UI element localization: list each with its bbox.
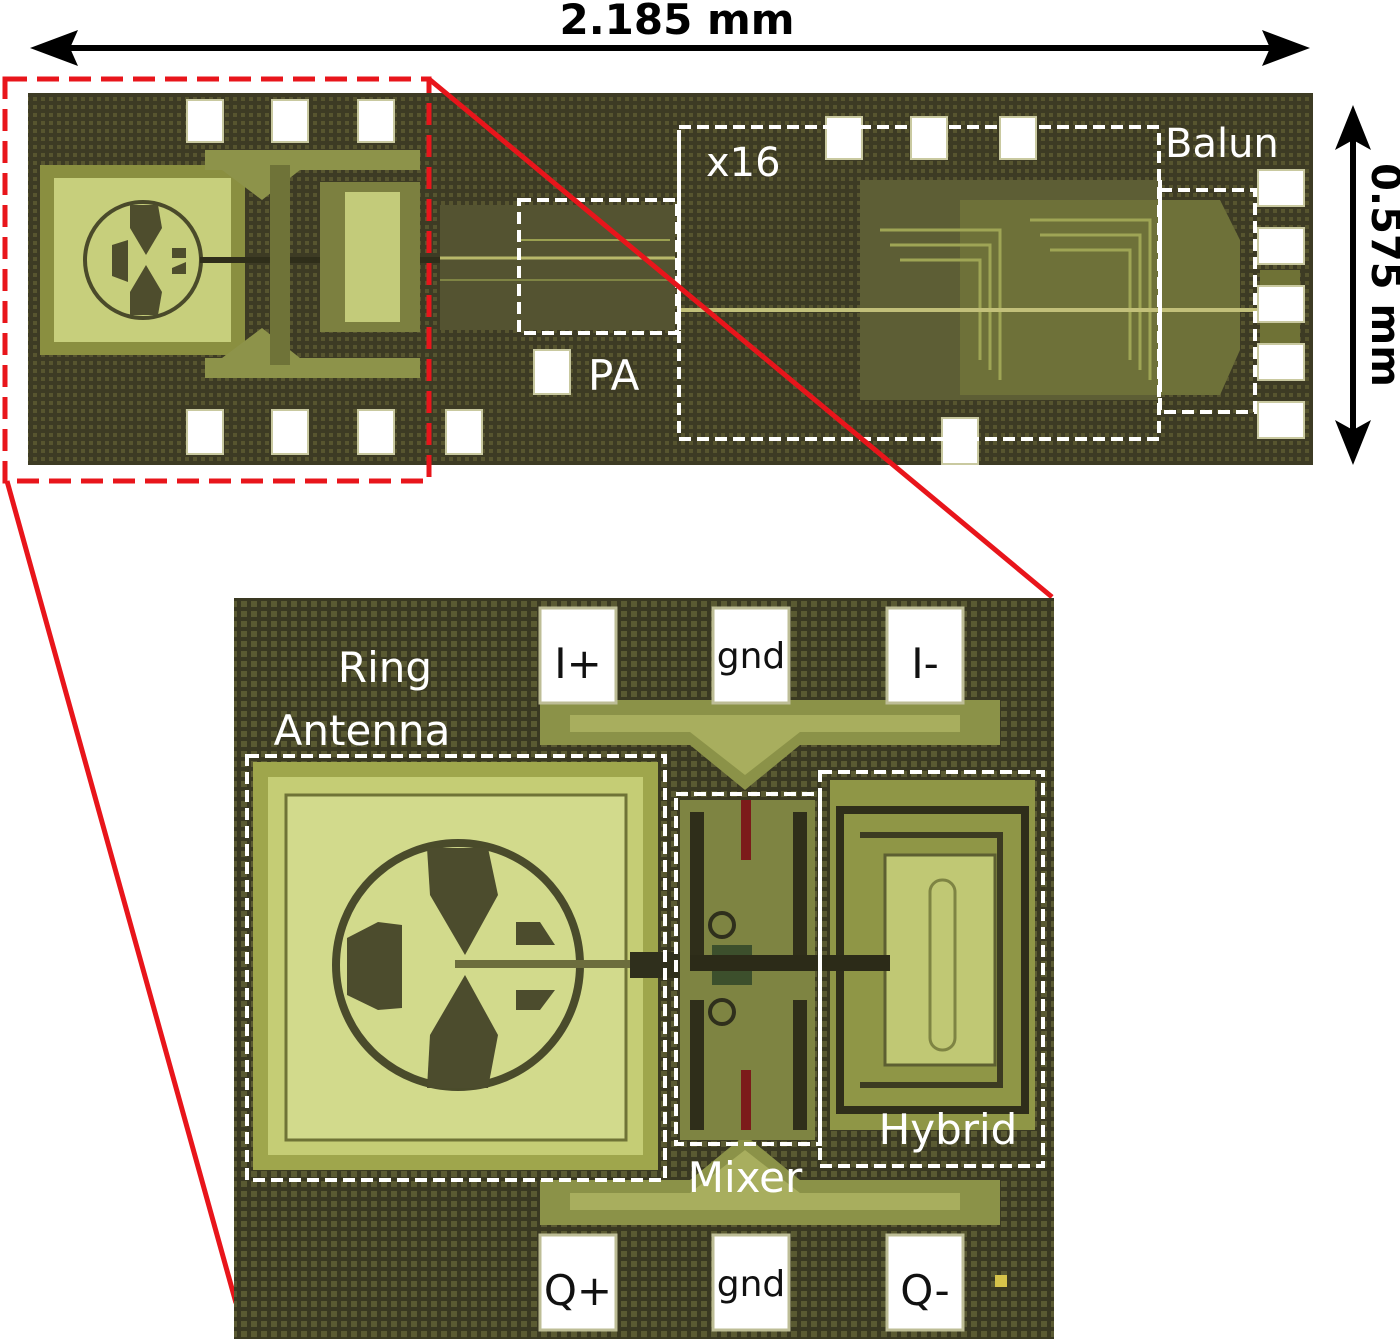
pad-label-gnd-top: gnd [717,636,786,677]
height-label: 0.575 mm [1362,163,1400,387]
mixer-label: Mixer [688,1153,803,1202]
x16-label: x16 [706,140,781,186]
width-label: 2.185 mm [560,0,795,44]
pad-i-minus [885,606,965,705]
pad-gnd-top [711,606,791,705]
height-dimension-arrow [1335,105,1371,465]
pad-i-plus [538,606,618,705]
pad-q-plus [538,1233,618,1332]
pad-q-minus [885,1233,965,1332]
zoom-line-right [427,77,1054,599]
zoom-block-outlines [245,754,1045,1182]
hybrid-label: Hybrid [879,1105,1018,1154]
pad-label-i-plus: I+ [554,639,602,688]
zoom-highlight-box [2,76,432,484]
pad-label-i-minus: I- [911,639,939,688]
mixer-box [674,792,822,1146]
antenna-label-line2: Antenna [274,706,451,755]
width-dimension-arrow [30,30,1310,66]
pad-label-q-minus: Q- [900,1266,949,1315]
pad-label-gnd-bottom: gnd [717,1264,786,1305]
pad-gnd-bottom [711,1233,791,1332]
zoom-line-left [4,480,239,1304]
balun-label: Balun [1165,121,1279,167]
antenna-label-line1: Ring [338,643,432,692]
pad-label-q-plus: Q+ [544,1266,612,1315]
hybrid-box [818,770,1045,1168]
chip-die [28,93,1313,465]
zoom-view [234,598,1054,1339]
antenna-box [245,754,667,1182]
pa-label: PA [588,351,640,400]
